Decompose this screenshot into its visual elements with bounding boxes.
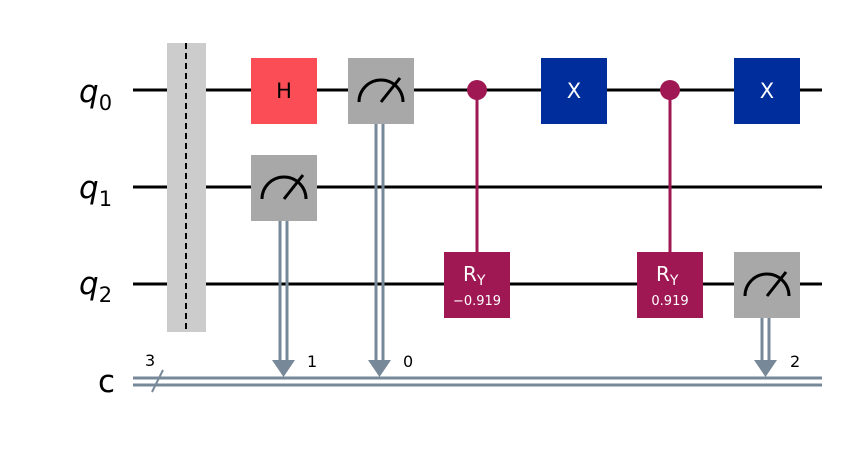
measure-gate-q1 [251,155,317,377]
classical-width-label: 3 [145,351,155,370]
ry-gate-label-1: RY [463,262,486,289]
svg-text:H: H [276,79,292,103]
h-gate: H [251,58,317,124]
svg-text:X: X [567,79,581,103]
barrier [167,43,206,332]
ry-gate-param-1: −0.919 [453,294,501,309]
control-dot-2 [660,80,680,100]
measure-bit-label-2: 2 [790,352,800,371]
measure-bit-label-1: 1 [307,352,317,371]
measure-gate-q2 [734,252,800,377]
ry-gate-param-2: 0.919 [651,294,688,309]
controlled-ry-gate-2: RY 0.919 [637,80,703,318]
qubit-label-q0: q0 [79,74,112,115]
classical-width-slash [151,369,164,393]
qubit-label-q2: q2 [79,266,112,307]
ry-gate-label-2: RY [656,262,679,289]
x-gate-2: X [734,58,800,124]
svg-text:X: X [760,79,774,103]
measure-bit-label-0: 0 [403,352,413,371]
x-gate-1: X [541,58,607,124]
measure-gate-q0 [348,58,414,377]
classical-register-label: c [98,364,115,400]
control-dot-1 [467,80,487,100]
controlled-ry-gate-1: RY −0.919 [444,80,510,318]
qubit-label-q1: q1 [79,170,112,211]
classical-wire [133,376,822,387]
